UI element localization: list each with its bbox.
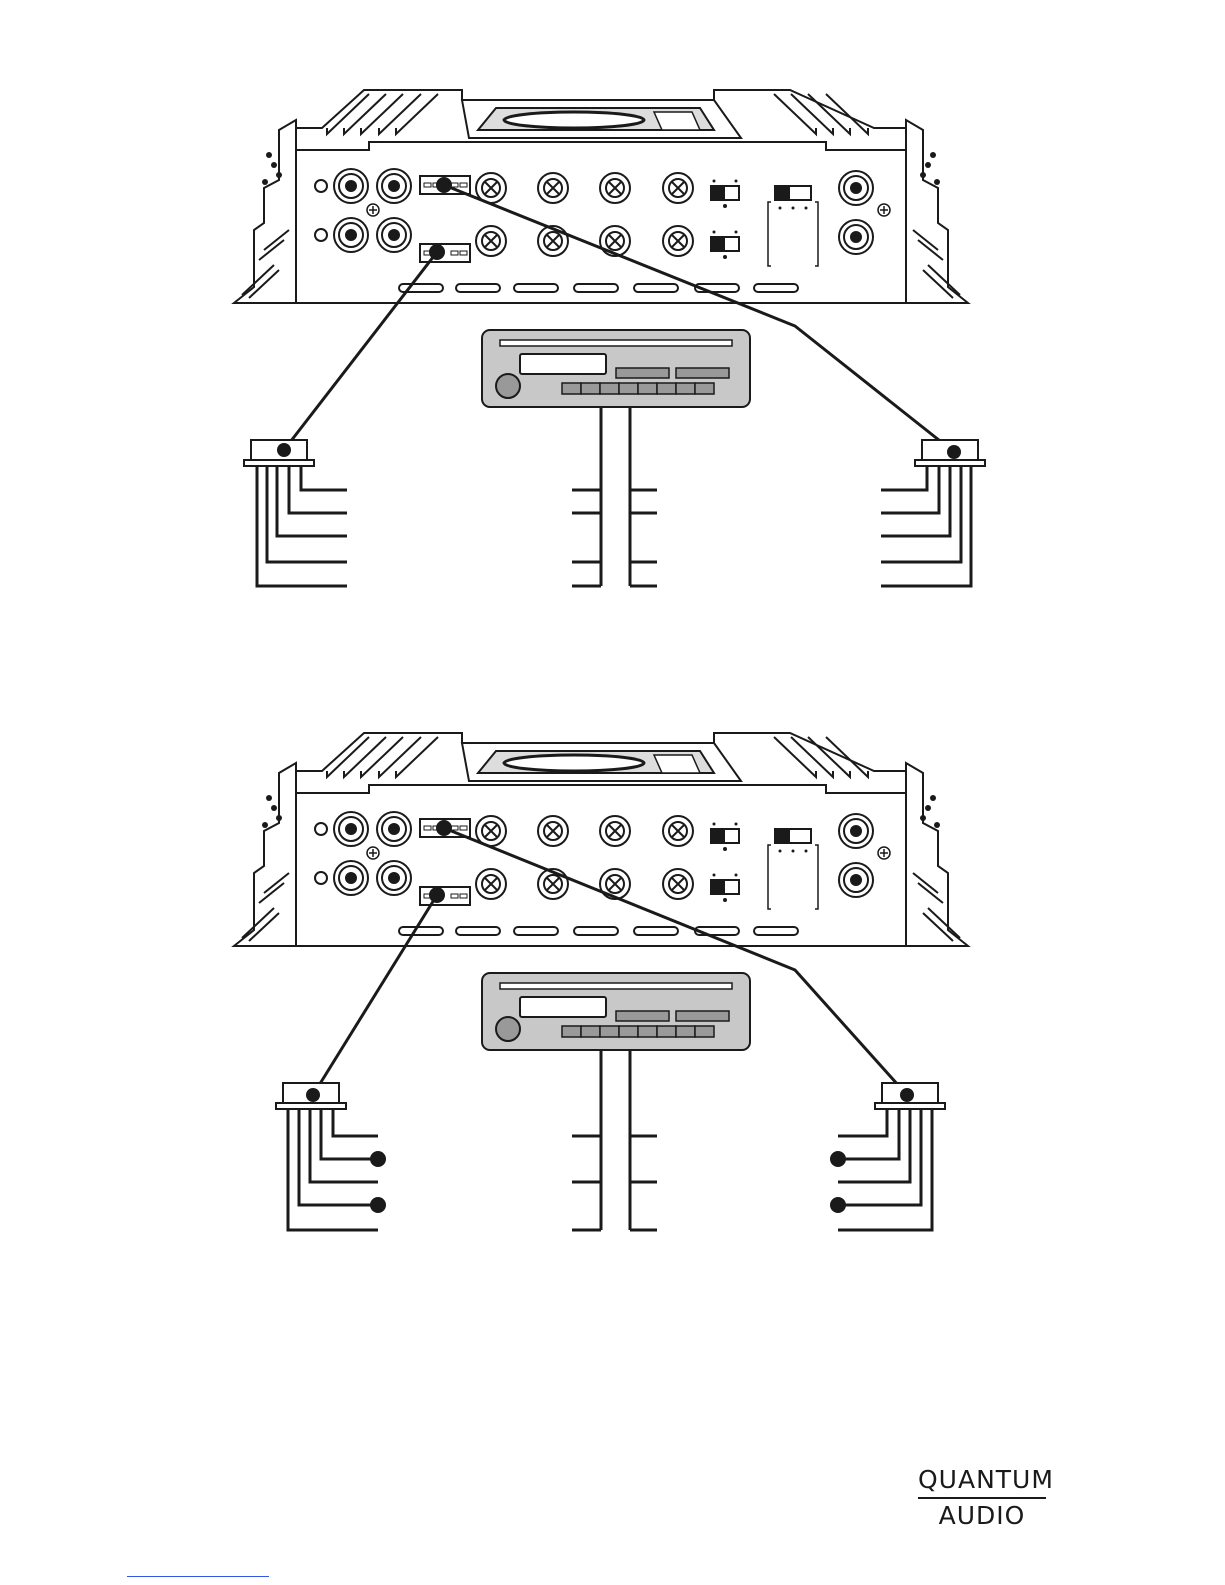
output-terminal-dot [370, 1151, 386, 1167]
logo-line-1: QUANTUM [918, 1466, 1046, 1499]
output-terminal-dot [830, 1197, 846, 1213]
logo-line-2: AUDIO [918, 1499, 1046, 1530]
amplifier-a [234, 90, 968, 303]
amplifier-b [234, 733, 968, 946]
footer-link-underline [127, 1576, 269, 1577]
wiring-diagram-a [234, 90, 985, 586]
output-terminal-dot [830, 1151, 846, 1167]
head-unit-b [482, 973, 750, 1050]
wiring-diagram-b [234, 733, 968, 1230]
head-unit-a [482, 330, 750, 407]
quantum-audio-logo: QUANTUM AUDIO [918, 1466, 1046, 1530]
output-terminal-dot [370, 1197, 386, 1213]
